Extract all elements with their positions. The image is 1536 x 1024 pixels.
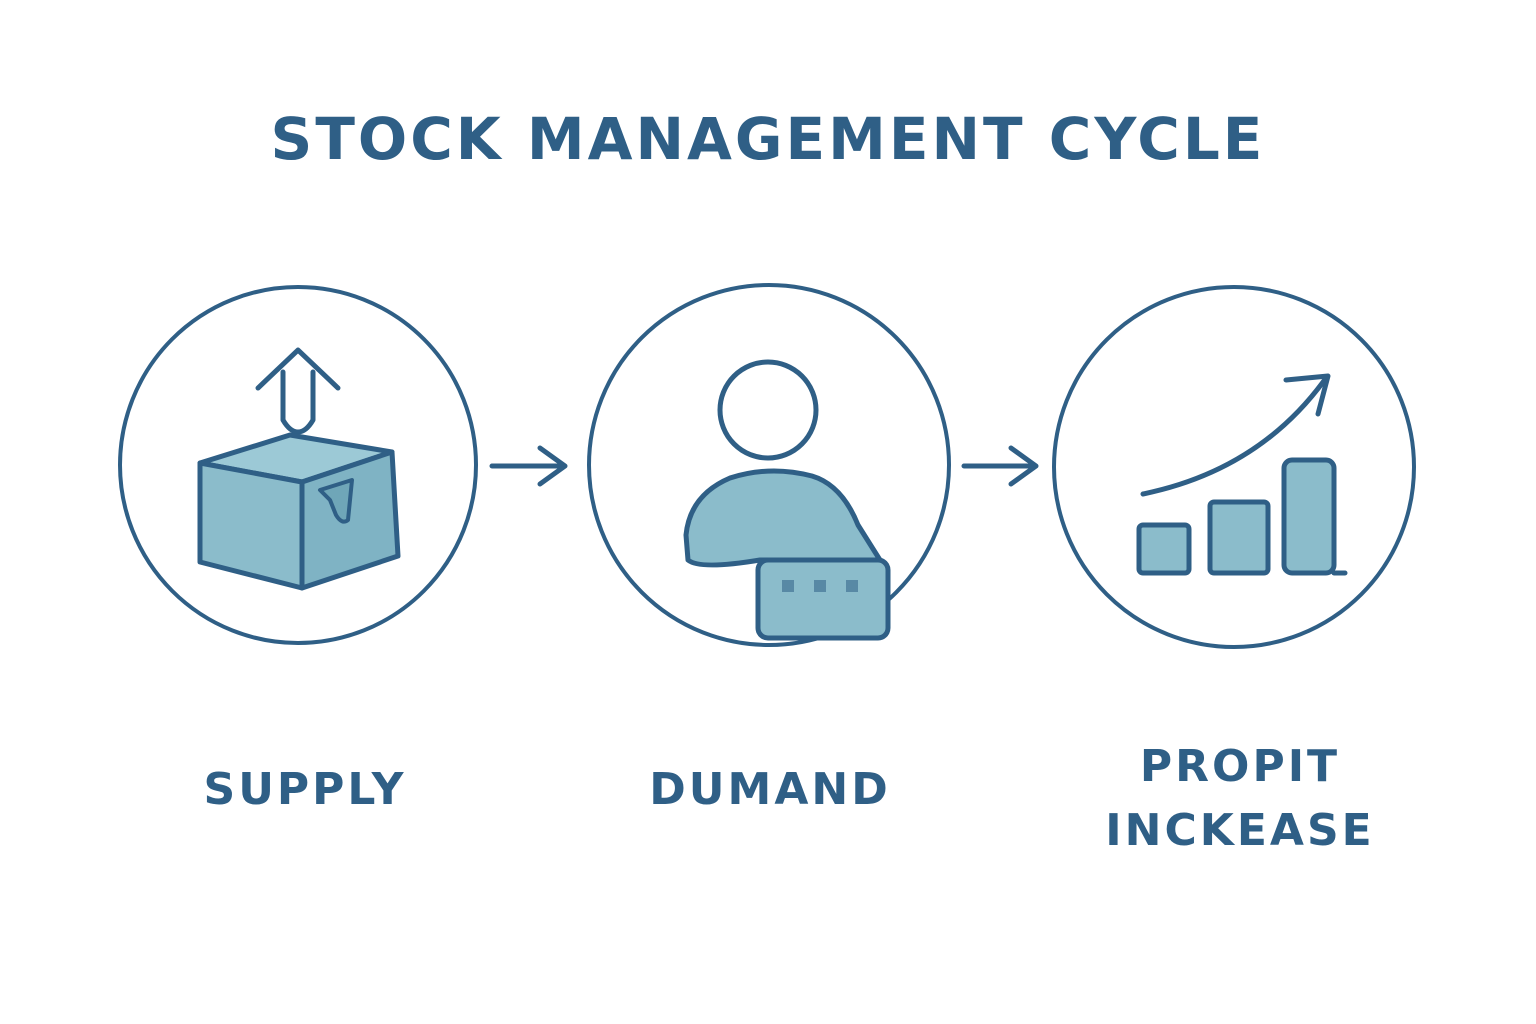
diagram-title: STOCK MANAGEMENT CYCLE: [270, 105, 1266, 173]
profit-increase-label: PROPIT INCKEASE: [1080, 735, 1400, 863]
stage-demand: [587, 283, 951, 647]
supply-label: SUPPLY: [203, 764, 407, 815]
supply-circle: [118, 285, 478, 645]
person-with-crate-icon: [683, 359, 891, 641]
profit-circle: [1052, 285, 1416, 649]
arrow-right-icon: [961, 445, 1039, 487]
arrow-right-icon: [489, 445, 568, 487]
box-with-up-arrow-icon: [197, 347, 401, 591]
stage-supply: [118, 285, 478, 645]
stage-profit-increase: [1052, 285, 1416, 649]
demand-circle: [587, 283, 951, 647]
profit-label-line1: PROPIT: [1139, 741, 1341, 792]
demand-label: DUMAND: [649, 764, 891, 815]
profit-label-line2: INCKEASE: [1105, 805, 1375, 856]
rising-bar-chart-icon: [1136, 373, 1348, 576]
